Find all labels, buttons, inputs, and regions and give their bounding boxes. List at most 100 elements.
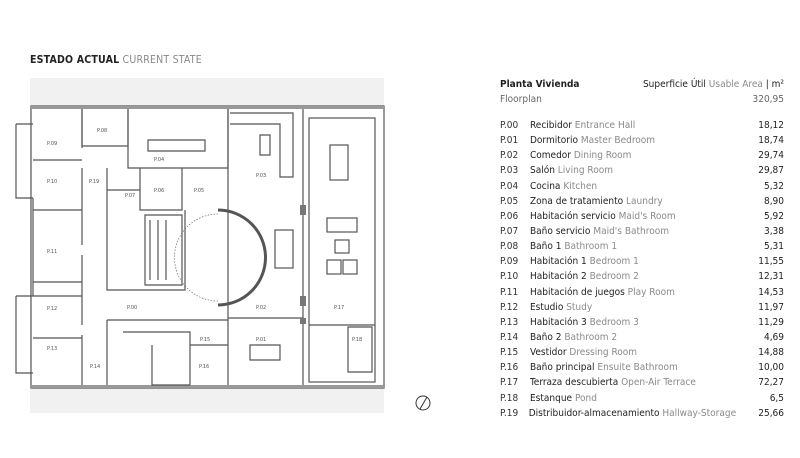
room-name: Habitación de juegos Play Room [530,285,734,300]
room-code: P.13 [500,316,519,328]
room-name-es: Baño principal [530,362,595,374]
room-code: P.07 [500,225,519,237]
room-area: 12,31 [758,271,784,283]
table-row: P.00 Recibidor Entrance Hall 18,12 [500,118,784,133]
room-area: 18,74 [758,135,784,147]
svg-text:P.15: P.15 [200,337,210,343]
room-name-en: Bathroom 2 [564,331,618,343]
room-name-es: Vestidor [530,347,567,359]
room-name-es: Recibidor [530,120,572,131]
room-code: P.01 [500,135,519,147]
room-name-es: Dormitorio [530,135,578,147]
table-row: P.15 Vestidor Dressing Room 14,88 [500,345,784,360]
room-area: 5,31 [763,241,784,253]
room-code: P.10 [500,271,519,283]
room-code: P.00 [500,120,519,131]
room-name-en: Dining Room [573,150,632,162]
svg-text:P.00: P.00 [127,305,137,311]
table-row: P.08 Baño 1 Bathroom 1 5,31 [500,239,784,254]
table-row: P.18 Estanque Pond 6,5 [500,391,784,406]
room-name-en: Kitchen [563,180,598,192]
room-area: 25,66 [758,407,784,419]
room-area: 14,88 [758,347,784,359]
room-name-en: Laundry [626,195,663,207]
room-area: 5,32 [763,180,784,192]
room-name-en: Open-Air Terrace [621,377,696,389]
plan-subtitle: Floorplan [500,94,542,105]
svg-text:P.13: P.13 [47,346,57,352]
room-code: P.03 [500,165,519,177]
svg-text:P.11: P.11 [47,249,57,255]
room-name-en: Entrance Hall [574,120,636,131]
area-unit: | m² [765,79,784,90]
room-area: 5,92 [763,210,784,222]
room-area: 11,29 [758,316,784,328]
room-name: Habitación 1 Bedroom 1 [530,254,734,269]
room-name: Baño 1 Bathroom 1 [530,239,734,254]
area-es: Superficie Útil [642,79,706,90]
table-row: P.11 Habitación de juegos Play Room 14,5… [500,285,784,300]
room-area: 29,74 [758,150,784,162]
room-area: 4,69 [763,331,784,343]
area-header: Superficie Útil Usable Area | m² [643,78,784,92]
room-name-es: Estudio [530,301,564,313]
room-code: P.16 [500,362,519,374]
svg-text:P.01: P.01 [256,337,266,343]
room-code: P.12 [500,301,519,313]
total-area: 320,95 [752,94,784,105]
room-name-es: Habitación 1 [530,256,587,268]
room-area: 11,97 [758,301,784,313]
room-name: Zona de tratamiento Laundry [530,194,734,209]
svg-text:P.16: P.16 [199,364,209,370]
table-row: P.10 Habitación 2 Bedroom 2 12,31 [500,269,784,284]
room-area: 29,87 [758,165,784,177]
room-area: 18,12 [758,120,784,131]
room-name: Baño servicio Maid's Bathroom [530,224,734,239]
svg-text:P.06: P.06 [154,188,164,194]
room-name-es: Baño servicio [530,225,591,237]
room-name-en: Maid's Bathroom [593,225,669,237]
room-code: P.08 [500,241,519,253]
table-row: P.19 Distribuidor-almacenamiento Hallway… [500,406,784,421]
room-name-es: Estanque [530,392,573,404]
table-row: P.06 Habitación servicio Maid's Room 5,9… [500,209,784,224]
room-name-en: Bathroom 1 [564,241,618,253]
room-name-en: Play Room [627,286,675,298]
svg-text:P.05: P.05 [194,188,204,194]
table-row: P.01 Dormitorio Master Bedroom 18,74 [500,133,784,148]
room-code: P.17 [500,377,519,389]
svg-text:P.02: P.02 [256,305,266,311]
table-row: P.12 Estudio Study 11,97 [500,300,784,315]
room-name-es: Distribuidor-almacenamiento [528,407,660,419]
room-name-en: Ensuite Bathroom [597,362,678,374]
room-name: Comedor Dining Room [530,148,734,163]
room-name-es: Zona de tratamiento [530,195,624,207]
room-name: Baño 2 Bathroom 2 [530,330,734,345]
title-es: ESTADO ACTUAL [30,54,120,66]
room-name-en: Bedroom 1 [589,256,639,268]
svg-text:P.07: P.07 [125,193,135,199]
room-code: P.11 [500,286,519,298]
svg-text:P.17: P.17 [334,305,344,311]
room-code: P.19 [500,407,519,419]
table-row: P.03 Salón Living Room 29,87 [500,163,784,178]
plan-title: Planta Vivienda [500,79,580,90]
svg-text:P.19: P.19 [89,179,99,185]
room-area: 10,00 [758,362,784,374]
room-name: Salón Living Room [530,163,734,178]
room-name-es: Baño 2 [530,331,562,343]
svg-text:P.14: P.14 [90,364,100,370]
room-code: P.14 [500,331,519,343]
table-row: P.07 Baño servicio Maid's Bathroom 3,38 [500,224,784,239]
room-area: 72,27 [758,377,784,389]
svg-text:P.08: P.08 [97,128,107,134]
room-name-es: Comedor [530,150,572,162]
page-title: ESTADO ACTUAL CURRENT STATE [30,54,202,66]
room-name-en: Living Room [557,165,613,177]
room-code: P.04 [500,180,519,192]
svg-text:P.12: P.12 [47,306,57,312]
room-name-en: Hallway-Storage [662,407,737,419]
room-code: P.09 [500,256,519,268]
room-name: Terraza descubierta Open-Air Terrace [530,375,734,390]
